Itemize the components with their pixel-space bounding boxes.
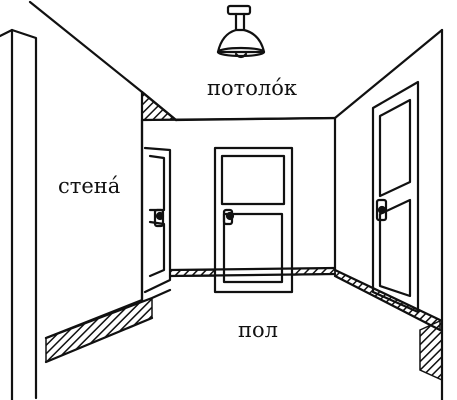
wall-label: стена́ [58, 174, 121, 198]
right-side-door-icon [371, 80, 420, 314]
door-handle-icon [153, 208, 165, 228]
door-handle-icon [222, 208, 235, 226]
back-door-icon [213, 146, 294, 294]
door-handle-icon [375, 198, 388, 222]
floor-label: пол [238, 318, 278, 342]
ceiling-lamp-icon [216, 4, 266, 59]
baseboard-hatching [45, 90, 443, 382]
ceiling-label: потоло́к [207, 76, 298, 100]
left-side-door-icon [143, 146, 172, 294]
left-door-frame [0, 28, 38, 400]
